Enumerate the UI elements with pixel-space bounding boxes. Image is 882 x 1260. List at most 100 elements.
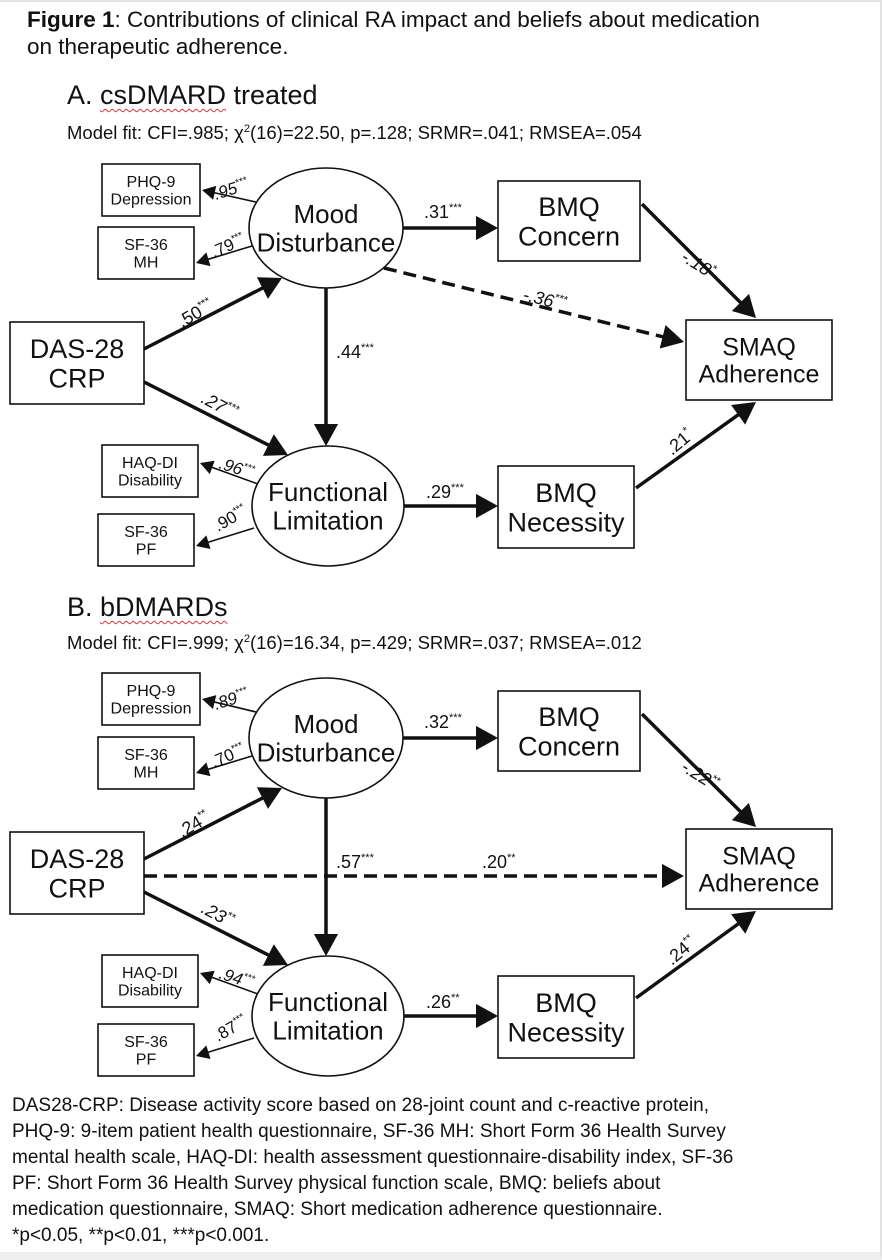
node-box bbox=[497, 465, 635, 549]
node-label: MH bbox=[134, 764, 159, 781]
panel-a-suffix: treated bbox=[226, 80, 318, 110]
node-label: DAS-28 bbox=[30, 334, 125, 364]
latent-label: Mood bbox=[293, 199, 358, 229]
coef-func-haqdi: .96*** bbox=[217, 454, 258, 483]
path-mood-sf36mh-arrowhead bbox=[196, 252, 211, 267]
fit-prefix: Model fit: CFI=.985; χ bbox=[67, 122, 244, 144]
path-das-smaq-arrowhead bbox=[662, 863, 684, 889]
latent-label: Limitation bbox=[272, 506, 383, 536]
footnote-line: *p<0.05, **p<0.01, ***p<0.001. bbox=[12, 1225, 270, 1246]
path-mood-phq9 bbox=[202, 185, 257, 203]
node-label: PF bbox=[136, 1051, 157, 1068]
node-box bbox=[9, 831, 145, 915]
path-func-haqdi-arrowhead bbox=[200, 970, 215, 985]
path-concern-smaq-line bbox=[640, 202, 744, 306]
path-das-mood-arrowhead bbox=[256, 277, 282, 299]
panel-a-heading: A. csDMARD treated bbox=[67, 80, 318, 110]
node-box bbox=[101, 163, 201, 217]
path-mood-sf36mh bbox=[196, 755, 253, 777]
node-label: BMQ bbox=[538, 192, 600, 222]
path-necessity-smaq-line bbox=[634, 921, 741, 1000]
latent-label: Limitation bbox=[272, 1016, 383, 1046]
fit-prefix: Model fit: CFI=.999; χ bbox=[67, 632, 244, 654]
path-das-mood bbox=[143, 787, 282, 861]
path-das-mood bbox=[143, 277, 282, 351]
node-label: HAQ-DI bbox=[122, 455, 178, 472]
footnote-line: DAS28-CRP: Disease activity score based … bbox=[12, 1095, 710, 1116]
fit-suffix: (16)=16.34, p=.429; SRMR=.037; RMSEA=.01… bbox=[249, 632, 642, 654]
node-box bbox=[97, 226, 195, 280]
node-label: CRP bbox=[48, 363, 105, 393]
latent-label: Functional bbox=[268, 477, 388, 507]
coef-mood-sf36mh: .70*** bbox=[208, 740, 248, 772]
path-mood-func bbox=[313, 288, 339, 446]
path-necessity-smaq bbox=[634, 402, 756, 490]
path-mood-phq9-line bbox=[212, 191, 257, 203]
coef-necessity-smaq: .24** bbox=[662, 932, 701, 970]
coef-func-haqdi: .94*** bbox=[217, 964, 258, 993]
latent-label: Disturbance bbox=[257, 738, 396, 768]
path-mood-phq9-arrowhead bbox=[202, 695, 217, 709]
coef-func-necessity: .29*** bbox=[426, 482, 465, 502]
coef-das-smaq: .20** bbox=[482, 852, 516, 872]
node-box bbox=[101, 672, 201, 726]
node-label: Depression bbox=[111, 700, 192, 717]
path-das-func-line bbox=[143, 380, 271, 448]
path-func-sf36pf-line bbox=[206, 527, 255, 544]
node-box bbox=[101, 954, 199, 1008]
panel-b-group: bDMARDs bbox=[100, 592, 228, 622]
path-mood-smaq bbox=[383, 266, 684, 349]
coef-mood-concern: .31*** bbox=[424, 202, 463, 222]
path-mood-func-arrowhead bbox=[313, 934, 339, 956]
path-das-mood-line bbox=[143, 285, 266, 351]
panel-a-model-fit: Model fit: CFI=.985; χ2(16)=22.50, p=.12… bbox=[67, 118, 642, 144]
path-func-necessity bbox=[404, 493, 498, 519]
path-mood-func bbox=[313, 798, 339, 956]
path-func-necessity bbox=[404, 1003, 498, 1029]
path-mood-sf36mh-line bbox=[206, 755, 253, 771]
path-func-haqdi bbox=[200, 460, 259, 485]
node-label: SF-36 bbox=[124, 747, 168, 764]
path-mood-sf36mh bbox=[196, 245, 253, 267]
path-necessity-smaq-arrowhead bbox=[731, 911, 756, 934]
footnote-line: medication questionnaire, SMAQ: Short me… bbox=[12, 1199, 663, 1220]
path-mood-smaq-line bbox=[383, 266, 666, 339]
path-das-func-arrowhead bbox=[262, 944, 288, 966]
node-label: MH bbox=[134, 254, 159, 271]
node-box bbox=[497, 180, 641, 262]
coef-mood-func: .57*** bbox=[336, 852, 375, 872]
latent-label: Functional bbox=[268, 987, 388, 1017]
node-box bbox=[497, 975, 635, 1059]
panel-b-heading: B. bDMARDs bbox=[67, 592, 228, 622]
figure-label: Figure 1 bbox=[27, 7, 115, 32]
node-box bbox=[497, 690, 641, 772]
coef-mood-sf36mh: .79*** bbox=[208, 230, 248, 262]
node-box bbox=[101, 444, 199, 498]
node-box bbox=[97, 1023, 195, 1077]
path-concern-smaq-arrowhead bbox=[731, 802, 756, 827]
node-label: SF-36 bbox=[124, 237, 168, 254]
node-label: BMQ bbox=[538, 702, 600, 732]
fit-sup: 2 bbox=[243, 633, 250, 645]
path-func-haqdi-line bbox=[210, 465, 259, 485]
path-mood-concern-arrowhead bbox=[476, 725, 498, 751]
node-label: SF-36 bbox=[124, 524, 168, 541]
node-label: Adherence bbox=[699, 361, 820, 389]
path-func-sf36pf-line bbox=[206, 1037, 255, 1054]
node-label: SMAQ bbox=[722, 843, 796, 871]
node-label: Concern bbox=[518, 221, 620, 251]
path-das-mood-line bbox=[143, 795, 266, 861]
figure-caption: : Contributions of clinical RA impact an… bbox=[27, 7, 760, 59]
